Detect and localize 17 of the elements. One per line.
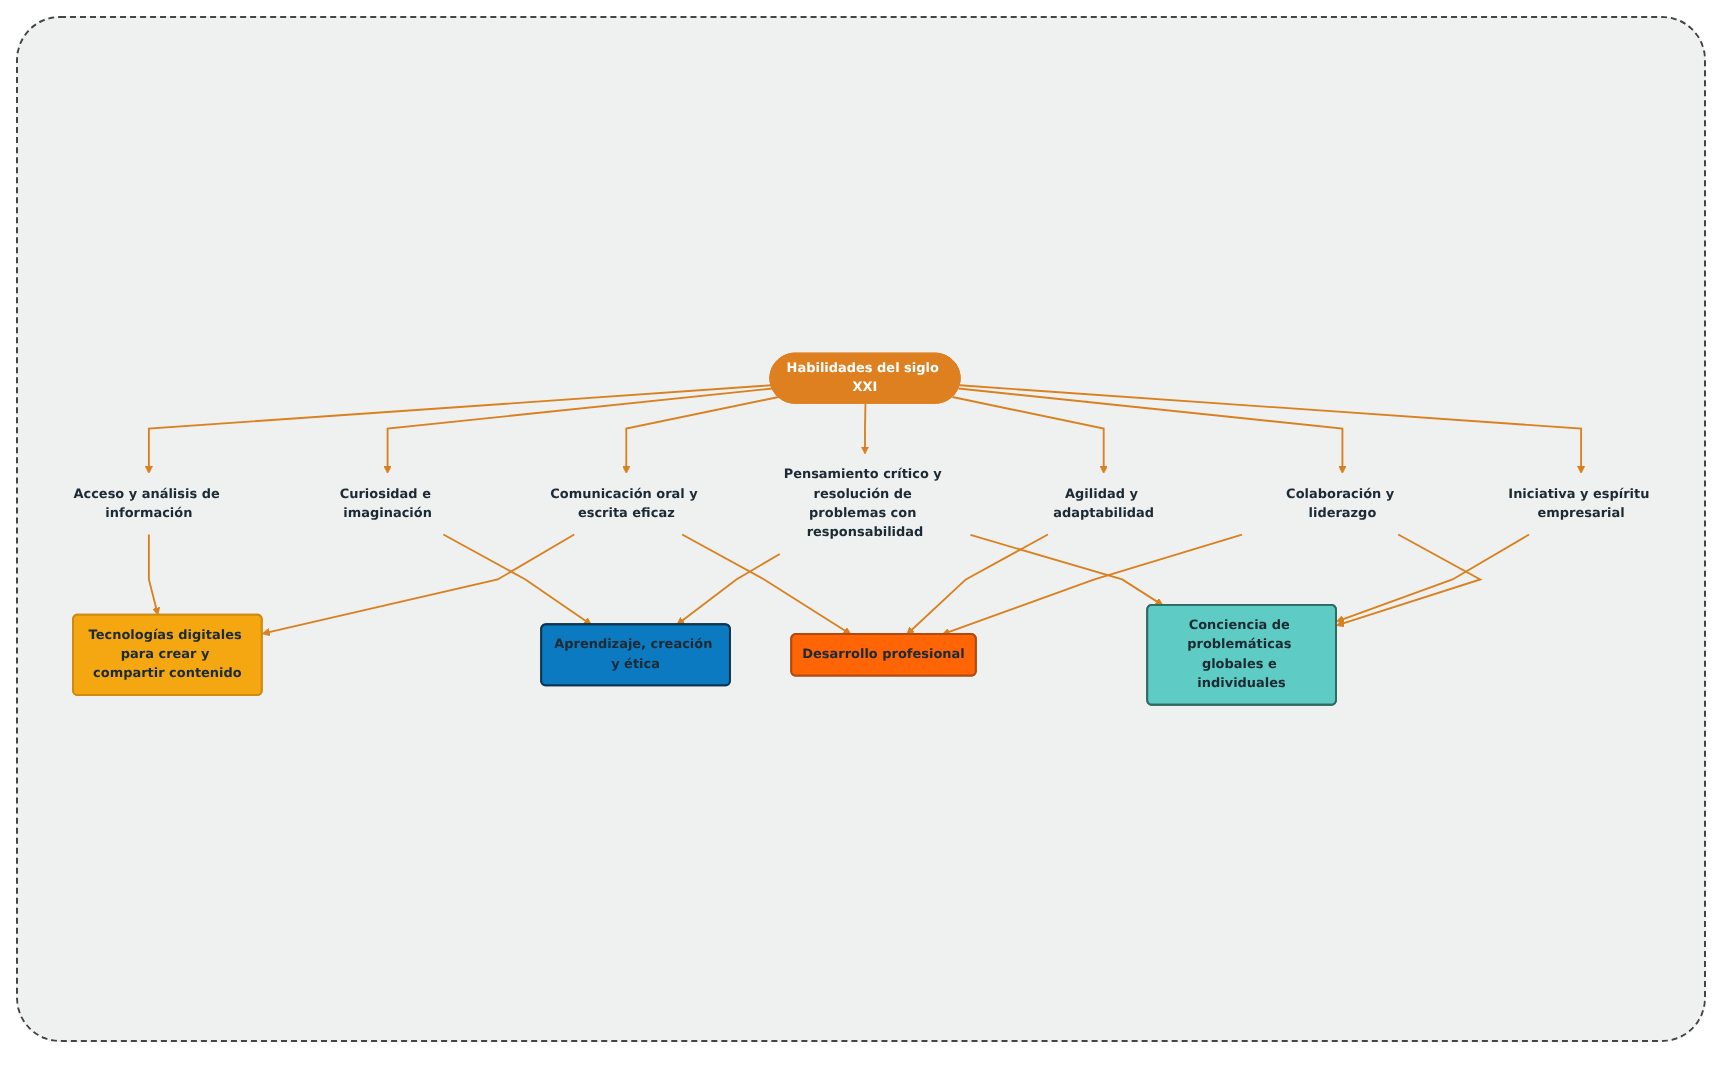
arrow bbox=[941, 533, 1243, 636]
arrow bbox=[1336, 533, 1530, 623]
arrow bbox=[860, 402, 870, 455]
arrow bbox=[958, 384, 1586, 474]
arrow bbox=[147, 533, 161, 616]
arrow bbox=[261, 533, 576, 637]
arrow bbox=[1336, 533, 1483, 628]
arrow bbox=[676, 553, 781, 626]
arrow bbox=[622, 396, 780, 474]
arrow bbox=[144, 384, 773, 474]
arrow bbox=[957, 387, 1347, 474]
arrow bbox=[969, 534, 1164, 606]
arrow bbox=[442, 533, 592, 626]
arrow bbox=[951, 396, 1108, 474]
arrow bbox=[906, 533, 1049, 635]
arrow bbox=[681, 533, 852, 635]
arrow bbox=[383, 387, 774, 474]
